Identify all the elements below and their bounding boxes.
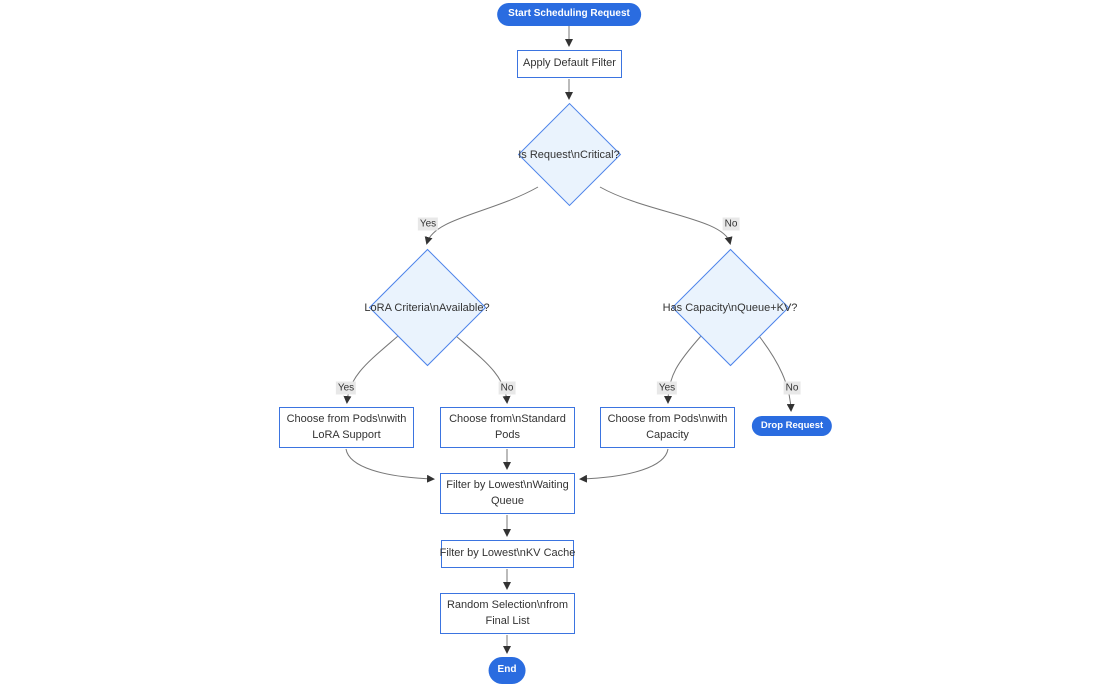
filter-kv-cache-node: Filter by Lowest\nKV Cache [440, 540, 575, 568]
start-node: Start Scheduling Request [497, 3, 641, 26]
edge-label-capacity-no: No [783, 381, 801, 395]
apply-default-filter-node: Apply Default Filter [517, 50, 622, 78]
has-capacity-decision-label: Has Capacity\nQueue+KV? [662, 302, 798, 314]
edge-choosecapacity-filterwaiting [579, 448, 669, 483]
edge-critical-yes-lora [424, 186, 539, 245]
choose-capacity-pods-node: Choose from Pods\nwith Capacity [600, 407, 735, 448]
edge-critical-no-capacity [599, 186, 733, 245]
edge-capacity-yes-choosecapacity [664, 335, 702, 404]
filter-waiting-queue-node: Filter by Lowest\nWaiting Queue [440, 473, 575, 514]
is-critical-decision-label: Is Request\nCritical? [518, 149, 620, 161]
end-node: End [488, 657, 526, 684]
edge-lora-yes-chooselora [343, 335, 399, 404]
edge-label-lora-yes: Yes [335, 381, 357, 395]
random-selection-node: Random Selection\nfrom Final List [440, 593, 575, 634]
edge-label-critical-yes: Yes [417, 217, 439, 231]
choose-standard-pods-node: Choose from\nStandard Pods [440, 407, 575, 448]
drop-request-node: Drop Request [751, 416, 833, 436]
edge-label-critical-no: No [722, 217, 740, 231]
choose-lora-pods-node: Choose from Pods\nwith LoRA Support [279, 407, 414, 448]
edge-lora-no-choosestandard [455, 335, 511, 404]
edge-chooselora-filterwaiting [345, 448, 435, 483]
edge-capacity-no-drop [758, 335, 795, 412]
edge-label-lora-no: No [498, 381, 516, 395]
lora-available-decision-label: LoRA Criteria\nAvailable? [364, 302, 490, 314]
edge-label-capacity-yes: Yes [656, 381, 678, 395]
